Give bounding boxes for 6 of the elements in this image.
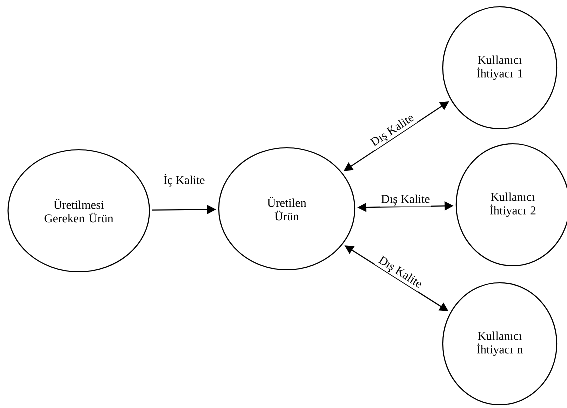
ellipse-node: Üretilen Ürün (218, 147, 356, 271)
ellipse-node: Kullanıcı İhtiyacı n (442, 282, 558, 406)
edge-label: İç Kalite (164, 174, 205, 187)
ellipse-node: Üretilmesi Gereken Ürün (8, 149, 150, 273)
ellipse-node: Kullanıcı İhtiyacı 1 (442, 6, 558, 130)
edge-label: Dış Kalite (382, 194, 430, 206)
